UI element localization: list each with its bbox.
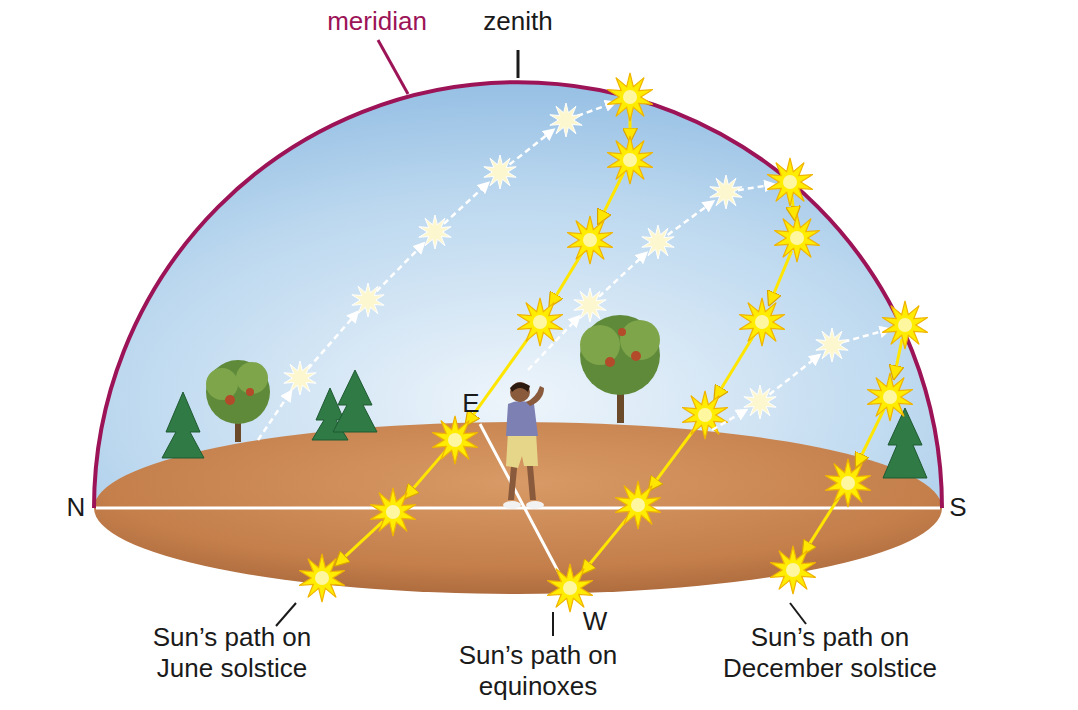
leader-line (552, 612, 554, 636)
sun-symbol (517, 298, 563, 346)
sky-dome (94, 82, 942, 508)
path-label: Sun’s path on equinoxes (458, 640, 618, 702)
sun-symbol (739, 298, 785, 346)
sun-path-arrow (770, 251, 792, 304)
sun-core (883, 390, 897, 404)
sun-core (631, 498, 645, 512)
path-label: Sun’s path on June solstice (146, 622, 318, 684)
sun-symbol (607, 73, 653, 121)
sun-path-arrow (804, 495, 841, 553)
sun-core (898, 318, 912, 332)
sun-core (783, 175, 797, 189)
june-sun-path (258, 73, 653, 602)
sun-core (583, 233, 597, 247)
zenith-label: zenith (483, 6, 552, 37)
equinox-sun-path (528, 158, 820, 612)
sun-path-arrow (844, 329, 890, 342)
sun-symbol (882, 301, 928, 349)
sun-symbol (432, 416, 478, 464)
sun-symbol (770, 546, 816, 594)
sun-path-arrow (509, 130, 553, 165)
sun-path-arrow (583, 516, 629, 573)
sun-symbol (825, 459, 871, 507)
sun-symbol (574, 288, 606, 322)
sun-symbol (615, 481, 661, 529)
sun-core (623, 90, 637, 104)
sun-path-arrow (308, 312, 358, 369)
east-west-line (480, 424, 568, 590)
path-label: Sun’s path on December solstice (714, 622, 946, 684)
sun-path-arrow (712, 410, 746, 430)
sun-symbol (607, 136, 653, 184)
sun-path-arrow (650, 426, 697, 489)
sun-path-arrow (599, 173, 624, 223)
sun-core (698, 408, 712, 422)
compass-label: N (67, 492, 86, 523)
observer-figure (503, 382, 544, 509)
sun-symbol (774, 214, 820, 262)
sun-core (533, 315, 547, 329)
sun-symbol (867, 373, 913, 421)
sun-symbol (816, 328, 848, 362)
compass-label: S (949, 492, 966, 523)
sun-core (786, 563, 800, 577)
sun-path-arrow (668, 201, 713, 234)
sun-path-arrow (769, 355, 819, 395)
sun-symbol (767, 158, 813, 206)
sun-symbol (284, 361, 316, 395)
sun-path-arrow (444, 183, 488, 224)
meridian-label: meridian (327, 6, 427, 37)
sun-path-arrow (376, 243, 423, 291)
sun-path-arrow (258, 391, 291, 440)
sun-path-arrow (894, 339, 902, 378)
sun-core (386, 505, 400, 519)
sun-symbol (547, 564, 593, 612)
sun-core (315, 571, 329, 585)
sun-symbol (682, 391, 728, 439)
sun-symbol (484, 155, 516, 189)
sun-symbol (744, 385, 776, 419)
sun-symbol (642, 225, 674, 259)
meridian-leader (378, 40, 408, 94)
sun-core (448, 433, 462, 447)
sun-path-arrow (715, 334, 754, 398)
sun-path-arrow (337, 522, 383, 565)
sun-symbol (370, 488, 416, 536)
sun-path-arrow (550, 252, 582, 305)
compass-label: W (583, 606, 608, 637)
sun-path-arrow (406, 451, 446, 497)
leader-line (790, 603, 806, 624)
december-sun-path (712, 301, 928, 594)
sun-symbol (419, 215, 451, 249)
sun-symbol (299, 554, 345, 602)
sun-symbol (710, 175, 742, 209)
sun-symbol (550, 103, 582, 137)
sun-path-arrow (528, 317, 579, 370)
sun-core (755, 315, 769, 329)
sun-core (790, 231, 804, 245)
meridian-arc (94, 82, 942, 508)
sun-path-arrow (857, 410, 884, 465)
sun-symbol (352, 283, 384, 317)
compass-label: E (462, 388, 479, 419)
zenith-tick (517, 50, 520, 78)
sun-symbol (567, 216, 613, 264)
trees (162, 315, 927, 478)
ground (94, 422, 942, 594)
sun-core (623, 153, 637, 167)
sun-core (563, 581, 577, 595)
sun-core (841, 476, 855, 490)
sun-path-arrow (599, 253, 646, 297)
